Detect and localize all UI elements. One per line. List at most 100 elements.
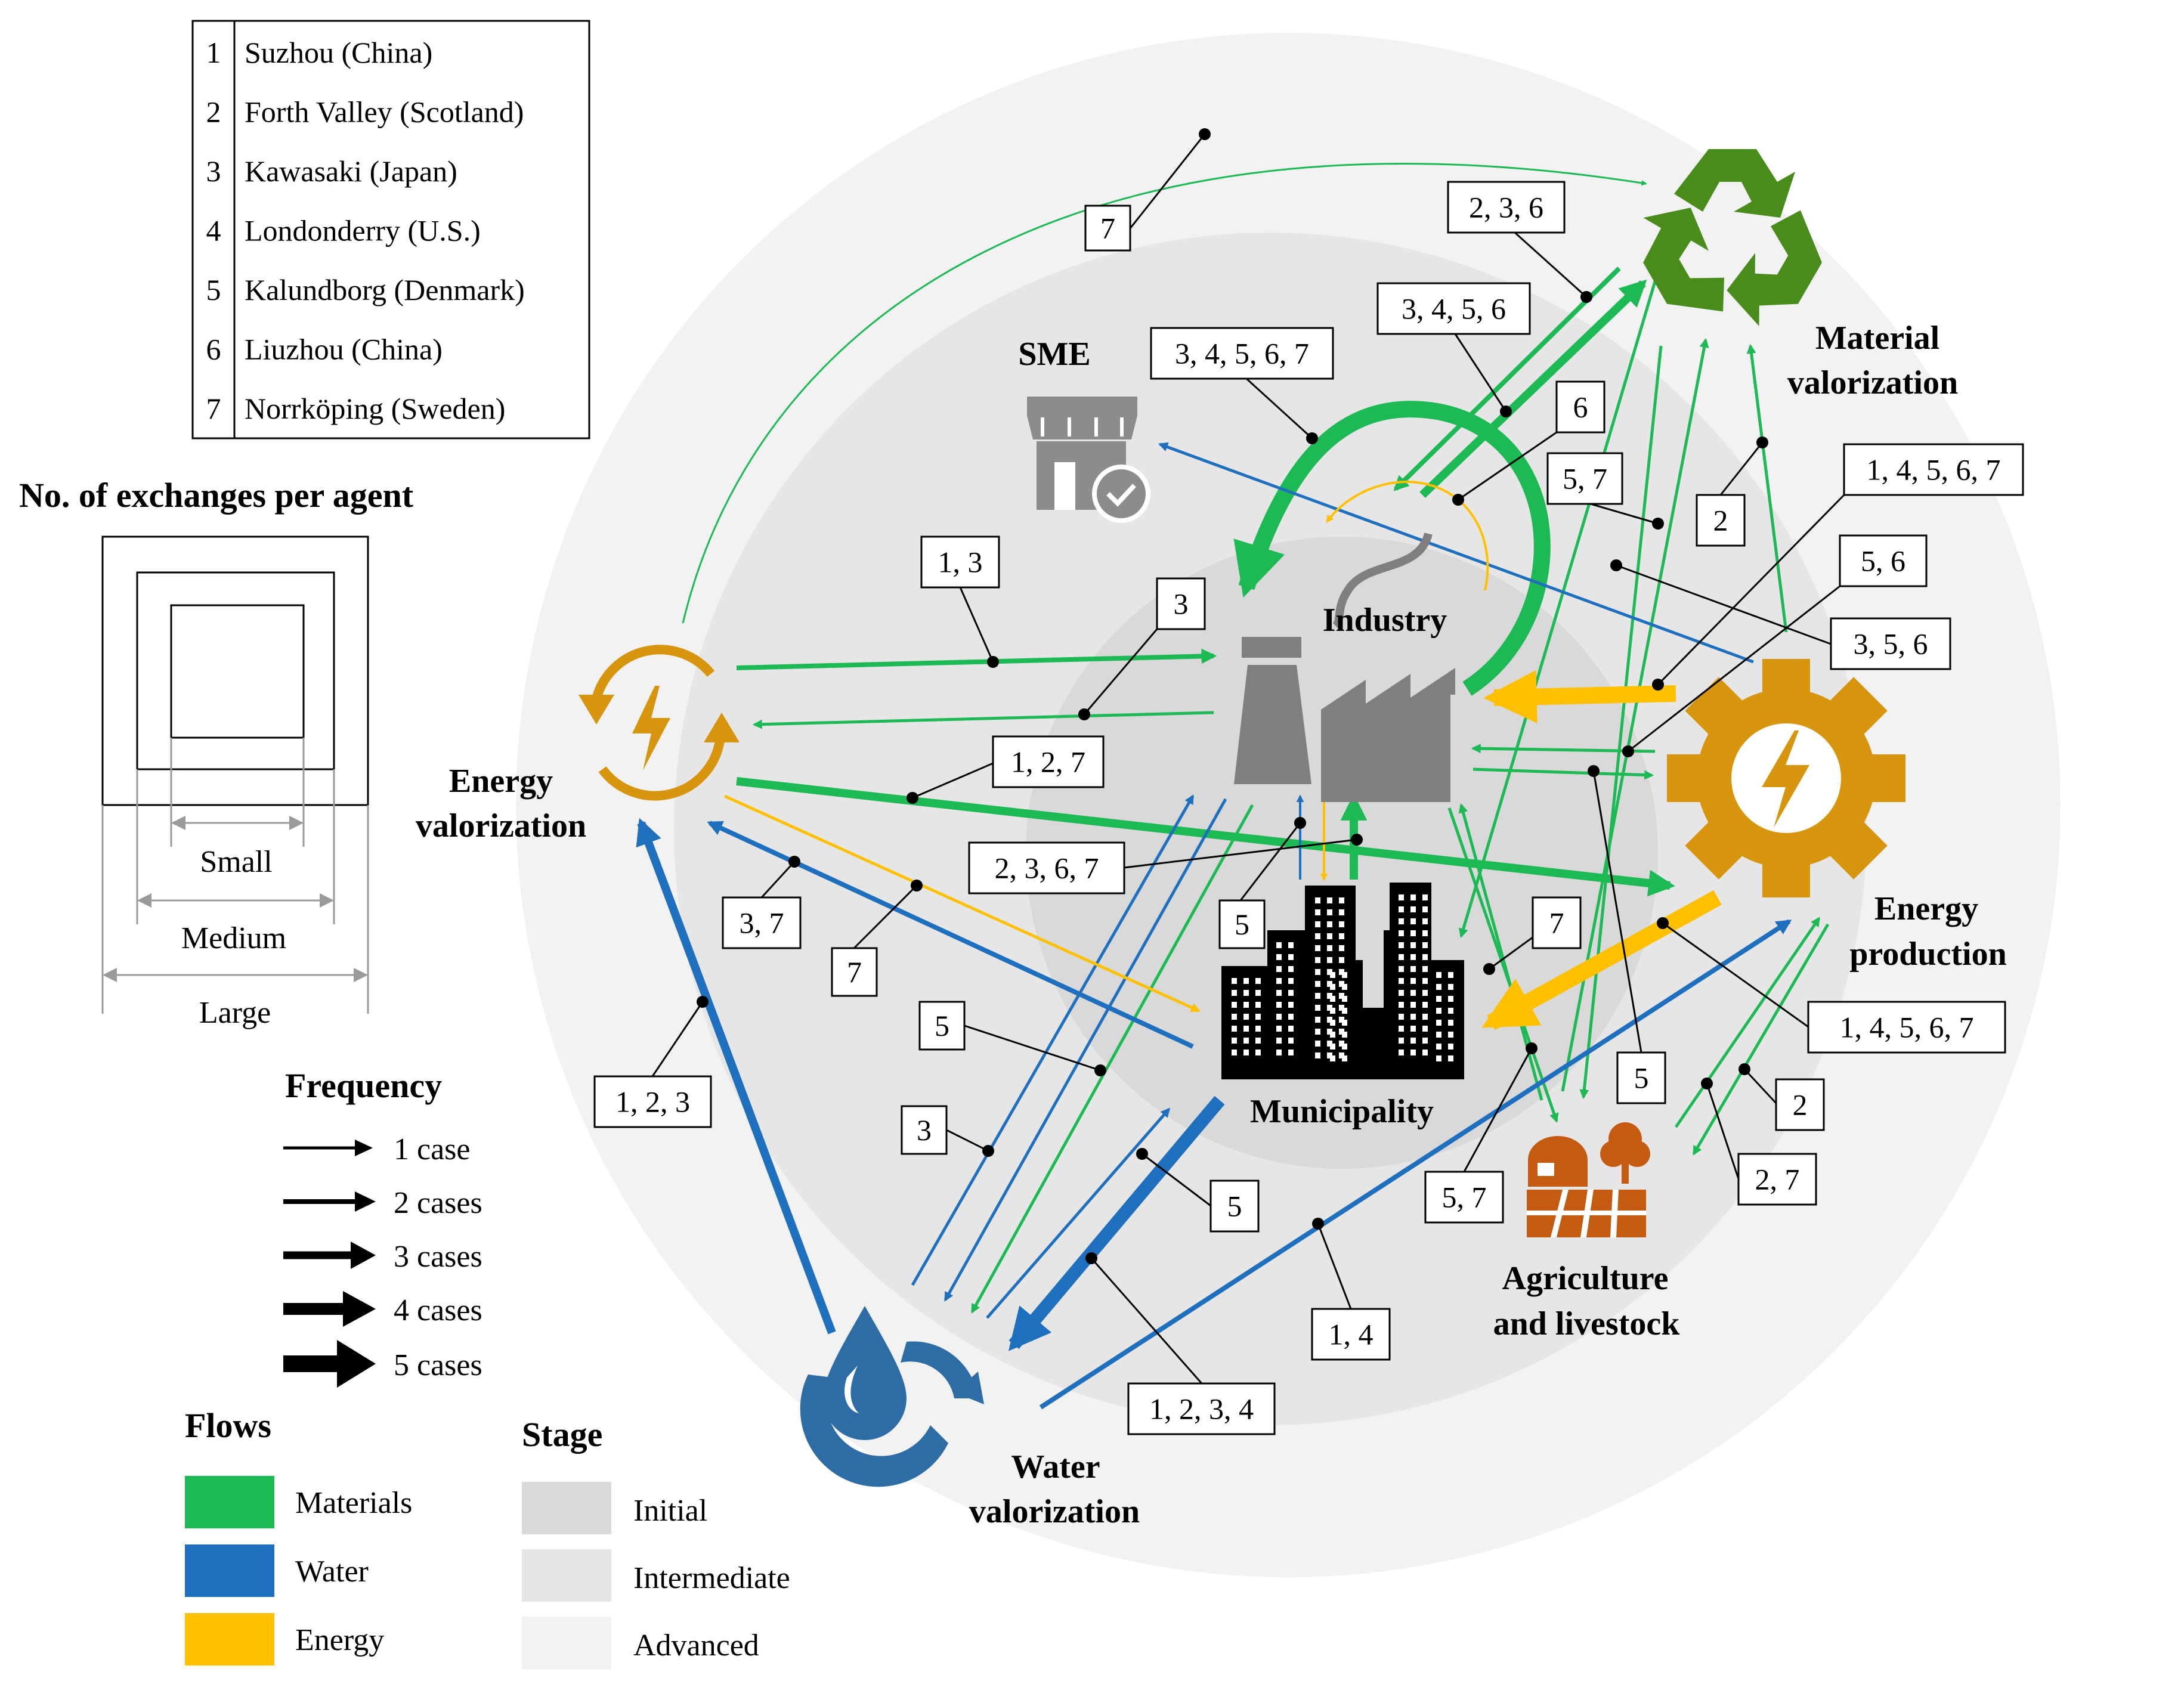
stage-label-intermediate: Intermediate <box>633 1561 790 1595</box>
flow-label-text: 7 <box>847 955 862 989</box>
city-name: Suzhou (China) <box>245 36 432 69</box>
city-number: 6 <box>206 333 221 366</box>
flow-label-box <box>1084 205 1131 252</box>
flow-label-text: 2, 3, 6 <box>1469 191 1543 224</box>
flow-label-text: 3, 5, 6 <box>1854 627 1928 661</box>
leader-line <box>1743 1068 1777 1104</box>
energy-cycle-icon <box>579 645 740 801</box>
size-large-label: Large <box>199 996 271 1030</box>
leader-dot <box>1756 437 1768 448</box>
water-cycle-icon <box>800 1306 984 1487</box>
flow-label-text: 2 <box>1713 504 1728 537</box>
flow-label-box <box>1311 1308 1391 1361</box>
leader-line <box>1657 494 1845 686</box>
flow-energyval-to-enprod <box>736 777 1675 897</box>
leader-dot <box>911 880 923 891</box>
leader-dot <box>982 1145 994 1157</box>
flow-label: 1, 4, 5, 6, 7 <box>1652 443 2024 691</box>
flow-label-text: 5 <box>1634 1061 1649 1095</box>
flow-label: 5 <box>1218 817 1306 949</box>
flow-label-text: 5 <box>1235 908 1249 941</box>
stage-legend-title: Stage <box>522 1415 602 1454</box>
flow-matval-to-industry-a <box>1393 267 1621 491</box>
flow-label-box <box>1616 1051 1666 1104</box>
flow-water-to-municipality <box>986 1107 1171 1319</box>
leader-line <box>1083 629 1158 715</box>
flow-energyval-to-materialval <box>682 163 1647 624</box>
leader-line <box>959 587 994 663</box>
flow-label-text: 1, 4, 5, 6, 7 <box>1867 453 2001 487</box>
leader-dot <box>1652 518 1664 530</box>
flow-label: 3, 4, 5, 6, 7 <box>1150 327 1334 444</box>
leader-dot <box>1580 291 1592 303</box>
city-name: Londonderry (U.S.) <box>245 214 481 247</box>
flow-enprod-to-industry-energy <box>1483 670 1676 724</box>
flow-label: 1, 2, 7 <box>907 735 1105 804</box>
city-name: Forth Valley (Scotland) <box>245 95 524 129</box>
flow-label-text: 5, 6 <box>1861 544 1905 578</box>
flow-label: 7 <box>1084 128 1211 252</box>
flow-arrows <box>636 163 1830 1410</box>
city-number: 1 <box>206 36 221 69</box>
leader-dot <box>1588 765 1600 777</box>
flow-label-text: 7 <box>1100 212 1115 245</box>
flow-label-box <box>1150 327 1334 380</box>
leader-line <box>1142 1153 1211 1207</box>
city-icon <box>1221 883 1464 1079</box>
flow-label-box <box>968 841 1125 894</box>
leader-dot <box>1500 405 1512 417</box>
flow-label-box <box>901 1105 948 1155</box>
gear-lightning-icon <box>1667 659 1905 897</box>
leader-line <box>1463 1048 1533 1172</box>
agent-agriculture-line1: Agriculture <box>1502 1260 1669 1297</box>
agent-material-valorization-line2: valorization <box>1787 364 1958 401</box>
leader-line <box>1458 431 1557 501</box>
flow-label-text: 3, 4, 5, 6, 7 <box>1175 337 1309 370</box>
leader-dot <box>1738 1063 1750 1075</box>
leader-line <box>946 1129 989 1152</box>
agent-energy-production-line2: production <box>1849 936 2006 973</box>
city-number: 7 <box>206 392 221 425</box>
flow-label-box <box>1424 1171 1504 1224</box>
size-legend-title: No. of exchanges per agent <box>19 476 414 515</box>
frequency-arrow-4 <box>283 1291 376 1327</box>
agent-energy-production-line1: Energy <box>1874 890 1978 927</box>
flows-label-water: Water <box>295 1555 369 1589</box>
flow-label-box <box>722 896 802 949</box>
leader-dot <box>1078 708 1090 720</box>
leader-dot <box>1622 745 1634 757</box>
flow-label-text: 1, 4, 5, 6, 7 <box>1840 1011 1974 1044</box>
flow-label-box <box>1546 452 1623 505</box>
flows-label-energy: Energy <box>295 1623 384 1657</box>
leader-line <box>1706 1083 1740 1180</box>
flow-energyval-to-industry <box>736 648 1217 670</box>
leader-line <box>1090 1258 1203 1384</box>
leader-dot <box>1483 963 1495 975</box>
size-legend: No. of exchanges per agent Small Medium … <box>19 476 414 1030</box>
city-number: 4 <box>206 214 221 247</box>
flow-industry-to-water <box>970 804 1254 1314</box>
agent-water-valorization-line1: Water <box>1011 1448 1100 1485</box>
leader-dot <box>1701 1078 1713 1089</box>
flow-enprod-to-matval <box>1746 343 1788 633</box>
flow-water-to-enprod <box>1039 919 1792 1410</box>
flow-label-box <box>1209 1180 1260 1233</box>
city-name: Kalundborg (Denmark) <box>245 273 525 307</box>
flow-label-text: 6 <box>1573 391 1588 424</box>
frequency-label-4: 4 cases <box>394 1293 482 1327</box>
agent-municipality-label: Municipality <box>1250 1093 1434 1130</box>
leader-line <box>912 762 994 799</box>
leader-dot <box>1312 1218 1324 1230</box>
flow-label-box <box>1839 534 1928 587</box>
leader-dot <box>697 996 709 1008</box>
leader-line <box>1616 564 1832 645</box>
leader-dot <box>1526 1042 1538 1054</box>
leader-dot <box>1610 559 1622 571</box>
flow-label: 1, 4 <box>1311 1218 1391 1361</box>
flow-label-box <box>1555 380 1605 434</box>
leader-line <box>1592 770 1642 1053</box>
flow-label-text: 5 <box>1227 1190 1242 1223</box>
flow-matval-to-municipality <box>1458 271 1660 939</box>
flow-label-box <box>1807 1001 2006 1054</box>
flows-legend: Flows Materials Water Energy <box>185 1406 412 1666</box>
